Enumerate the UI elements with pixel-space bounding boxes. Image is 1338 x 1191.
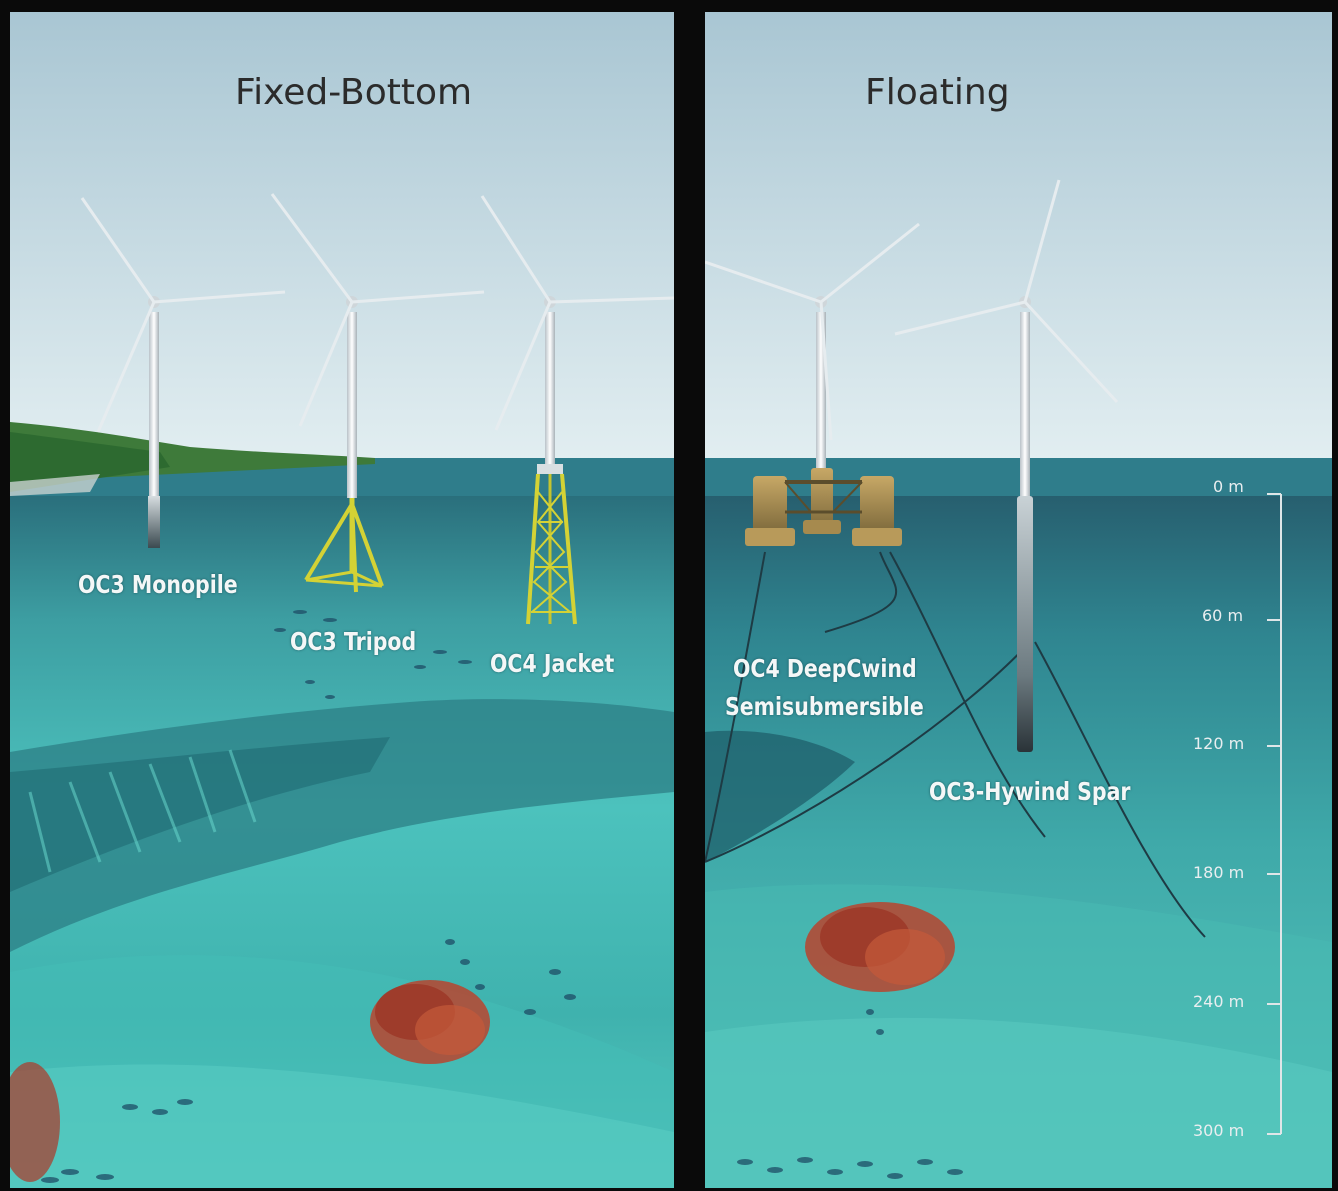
sea-surface <box>705 458 1332 498</box>
fish-school-left <box>41 610 576 1183</box>
spar-turbine <box>894 179 1119 752</box>
fish-school-right <box>737 1009 963 1179</box>
floating-heading: Floating <box>865 72 1010 113</box>
depth-tick-60: 60 m <box>1202 606 1244 625</box>
semisubmersible-label-line2: Semisubmersible <box>725 692 924 721</box>
floating-panel: Floating OC4 DeepCwind Semisubmersible O… <box>705 12 1332 1188</box>
coral-right <box>805 902 955 992</box>
sky <box>705 12 1332 462</box>
monopile-label: OC3 Monopile <box>78 570 238 599</box>
coral-left <box>10 980 490 1182</box>
semisubmersible-label-line1: OC4 DeepCwind <box>733 654 917 683</box>
mooring-lines <box>705 551 1206 938</box>
sky <box>10 12 674 462</box>
rock-outcrop <box>705 730 855 862</box>
fixed-bottom-panel: Fixed-Bottom OC3 Monopile OC3 Tripod OC4… <box>10 12 674 1188</box>
fixed-bottom-heading: Fixed-Bottom <box>235 72 473 113</box>
depth-tick-180: 180 m <box>1193 863 1245 882</box>
depth-tick-300: 300 m <box>1193 1121 1245 1140</box>
depth-tick-120: 120 m <box>1193 734 1245 753</box>
monopile-turbine <box>80 197 286 548</box>
depth-scale <box>1267 493 1282 1135</box>
semisubmersible-turbine <box>705 222 920 546</box>
jacket-turbine <box>480 195 674 625</box>
spar-label: OC3-Hywind Spar <box>929 777 1131 806</box>
floating-scene <box>705 12 1332 1188</box>
tripod-label: OC3 Tripod <box>290 627 417 656</box>
jacket-label: OC4 Jacket <box>490 649 615 678</box>
fixed-bottom-scene <box>10 12 674 1188</box>
depth-tick-240: 240 m <box>1193 992 1245 1011</box>
depth-tick-0: 0 m <box>1213 477 1244 496</box>
tripod-turbine <box>270 193 485 593</box>
